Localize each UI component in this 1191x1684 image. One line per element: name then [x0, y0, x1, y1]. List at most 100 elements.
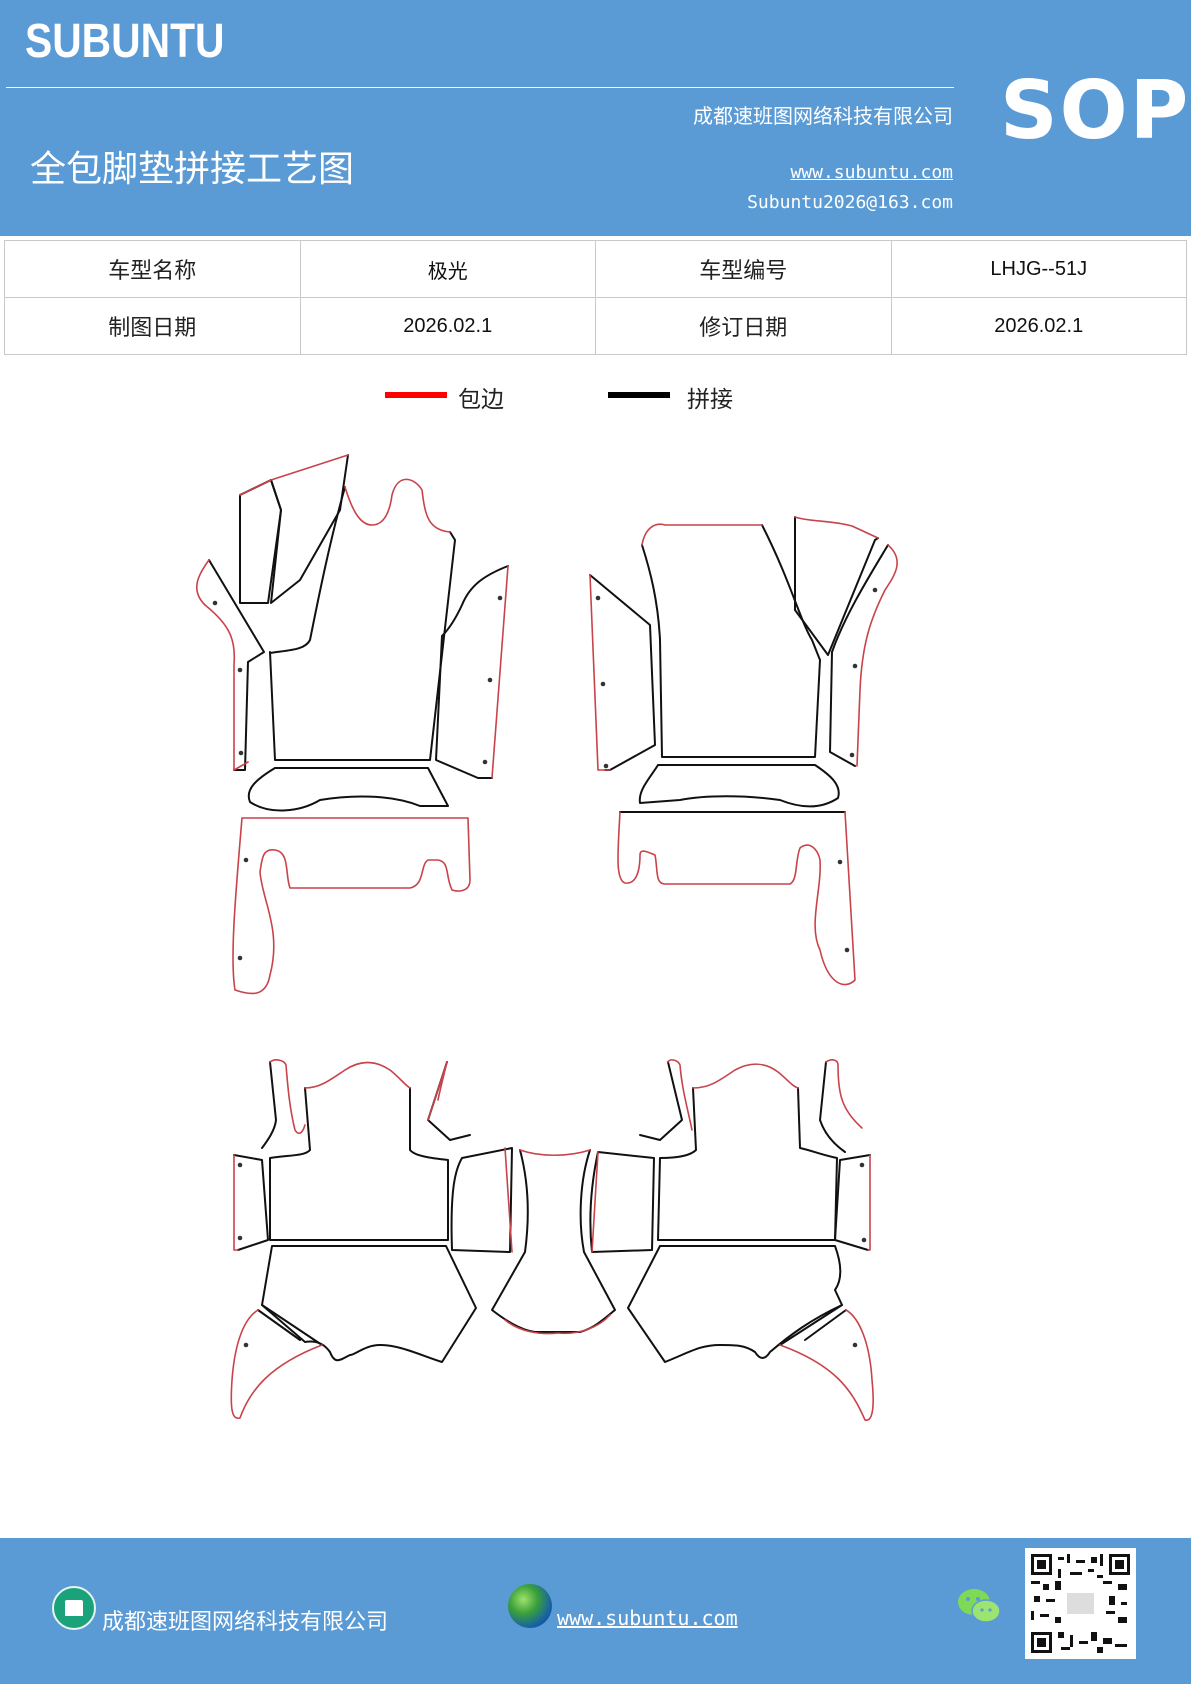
seam-line — [491, 1149, 616, 1333]
wechat-icon[interactable] — [956, 1586, 1002, 1626]
seam-line — [261, 1245, 477, 1363]
seam-line — [269, 1087, 449, 1241]
edge-binding — [641, 523, 763, 546]
edge-binding — [232, 817, 471, 995]
seam-line — [819, 1061, 846, 1153]
mounting-hole — [852, 1342, 858, 1348]
edge-binding — [519, 1149, 591, 1156]
seam-line — [641, 524, 821, 758]
qr-code-pattern — [1031, 1554, 1130, 1653]
seam-line — [208, 559, 265, 771]
edge-binding — [239, 454, 349, 496]
mounting-hole — [237, 1235, 243, 1241]
mounting-hole — [861, 1237, 867, 1243]
seam-line — [257, 1304, 323, 1346]
label-model-code: 车型编号 — [595, 240, 892, 298]
rear-mat-group — [230, 1059, 874, 1421]
edge-binding — [779, 1309, 874, 1421]
mounting-hole — [487, 677, 493, 683]
document-title: 全包脚垫拼接工艺图 — [30, 149, 355, 190]
mounting-hole — [243, 1342, 249, 1348]
table-row: 制图日期 2026.02.1 修订日期 2026.02.1 — [4, 297, 1187, 355]
edge-binding — [504, 1314, 611, 1335]
seam-line — [639, 1061, 683, 1141]
edge-binding — [825, 1059, 863, 1129]
legend-swatch-edge — [385, 392, 447, 398]
front-left-mat-group — [195, 454, 509, 995]
seam-line — [794, 516, 879, 656]
value-draw-date: 2026.02.1 — [299, 297, 596, 355]
vehicle-info-table: 车型名称 极光 车型编号 LHJG--51J 制图日期 2026.02.1 修订… — [4, 240, 1187, 355]
value-model-name: 极光 — [299, 240, 596, 298]
legend-swatch-seam — [608, 392, 670, 398]
front-right-mat-group — [589, 516, 898, 986]
seam-line — [269, 486, 456, 761]
edge-binding — [794, 516, 879, 539]
legend: 包边 拼接 — [0, 380, 1191, 430]
label-model-name: 车型名称 — [4, 240, 301, 298]
mounting-hole — [844, 947, 850, 953]
mounting-hole — [837, 859, 843, 865]
seam-line — [435, 565, 509, 779]
table-row: 车型名称 极光 车型编号 LHJG--51J — [4, 240, 1187, 298]
mounting-hole — [237, 1162, 243, 1168]
mounting-hole — [243, 857, 249, 863]
mounting-hole — [603, 763, 609, 769]
footer-website-link[interactable]: www.subuntu.com — [557, 1606, 738, 1630]
edge-binding — [617, 811, 856, 986]
edge-binding — [230, 1309, 323, 1419]
mounting-hole — [238, 750, 244, 756]
company-name: 成都速班图网络科技有限公司 — [693, 104, 953, 128]
seam-line — [233, 1154, 269, 1251]
seam-line — [450, 1147, 513, 1253]
seam-line — [270, 454, 349, 604]
edge-binding — [867, 1154, 871, 1251]
value-model-code: LHJG--51J — [890, 240, 1187, 298]
edge-binding — [667, 1059, 693, 1131]
mounting-hole — [859, 1162, 865, 1168]
edge-binding — [491, 565, 509, 779]
email-address: Subuntu2026@163.com — [747, 192, 953, 213]
mounting-hole — [237, 667, 243, 673]
seam-line — [834, 1154, 871, 1251]
edge-binding — [427, 1061, 448, 1121]
legend-label-edge: 包边 — [458, 387, 504, 413]
edge-binding — [233, 1154, 239, 1251]
seam-line — [589, 574, 656, 771]
sop-badge: SOP — [1000, 64, 1191, 157]
seam-line — [247, 767, 449, 812]
building-icon — [52, 1586, 96, 1630]
edge-binding — [856, 544, 898, 767]
seam-line — [589, 1151, 655, 1253]
label-revision-date: 修订日期 — [595, 297, 892, 355]
header-divider — [6, 87, 954, 88]
globe-icon — [508, 1584, 552, 1628]
seam-line — [261, 1061, 277, 1149]
qr-code — [1025, 1548, 1136, 1659]
edge-binding — [269, 1059, 306, 1135]
seam-line — [657, 1087, 838, 1241]
brand-logo: SUBUNTU — [25, 15, 225, 68]
label-draw-date: 制图日期 — [4, 297, 301, 355]
mounting-hole — [849, 752, 855, 758]
edge-binding — [304, 1061, 411, 1089]
mounting-hole — [237, 955, 243, 961]
mounting-hole — [497, 595, 503, 601]
seam-line — [779, 1304, 847, 1346]
mounting-hole — [872, 587, 878, 593]
edge-binding — [504, 1147, 513, 1253]
website-link[interactable]: www.subuntu.com — [790, 162, 953, 183]
edge-binding — [589, 574, 611, 771]
footer-banner: 成都速班图网络科技有限公司 www.subuntu.com — [0, 1538, 1191, 1684]
seam-line — [638, 764, 840, 808]
mounting-hole — [212, 600, 218, 606]
header-banner: SUBUNTU 成都速班图网络科技有限公司 全包脚垫拼接工艺图 www.subu… — [0, 0, 1191, 236]
edge-binding — [692, 1063, 799, 1089]
edge-binding — [195, 559, 249, 771]
seam-line — [829, 544, 889, 767]
value-revision-date: 2026.02.1 — [890, 297, 1187, 355]
mounting-hole — [595, 595, 601, 601]
footer-company-name: 成都速班图网络科技有限公司 — [102, 1610, 389, 1635]
mounting-hole — [482, 759, 488, 765]
